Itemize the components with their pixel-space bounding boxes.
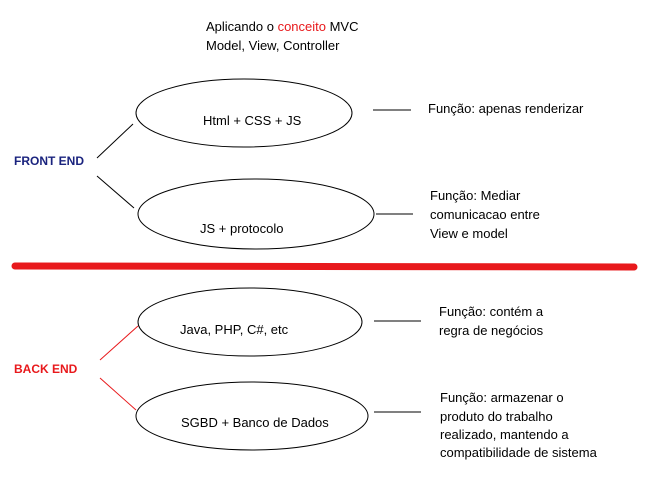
node-html-css-js-label: Html + CSS + JS bbox=[203, 113, 302, 128]
front-connector-bottom bbox=[96, 175, 135, 209]
front-desc-2-line-3: View e model bbox=[430, 226, 508, 241]
header-suffix: MVC bbox=[325, 19, 359, 34]
back-end-label: BACK END bbox=[14, 362, 78, 376]
front-desc-2-line-1: Função: Mediar bbox=[430, 188, 521, 203]
header-prefix: Aplicando o bbox=[206, 19, 278, 34]
back-desc-2-line-1: Função: armazenar o bbox=[440, 390, 564, 405]
front-desc-2-line-2: comunicacao entre bbox=[430, 207, 540, 222]
front-end-label: FRONT END bbox=[14, 154, 84, 168]
header-line-2: Model, View, Controller bbox=[206, 38, 340, 53]
back-desc-1-line-2: regra de negócios bbox=[439, 323, 544, 338]
header-highlight: conceito bbox=[277, 19, 326, 34]
back-desc-2-line-3: realizado, mantendo a bbox=[440, 427, 569, 442]
node-html-css-js bbox=[135, 78, 353, 148]
node-java-php-csharp bbox=[137, 287, 363, 357]
header-line-1: Aplicando o conceito MVC bbox=[206, 17, 358, 37]
node-java-label: Java, PHP, C#, etc bbox=[180, 322, 289, 337]
front-desc-1: Função: apenas renderizar bbox=[428, 101, 584, 116]
back-connector-bottom bbox=[99, 377, 137, 411]
back-connector-top bbox=[99, 325, 139, 361]
node-js-protocolo bbox=[137, 178, 375, 250]
front-connector-top bbox=[96, 123, 134, 159]
back-desc-2-line-4: compatibilidade de sistema bbox=[440, 445, 597, 460]
back-desc-2-line-2: produto do trabalho bbox=[440, 409, 553, 424]
back-desc-1-line-1: Função: contém a bbox=[439, 304, 544, 319]
node-js-protocolo-label: JS + protocolo bbox=[200, 221, 284, 236]
node-sgbd-banco bbox=[135, 381, 369, 451]
section-divider bbox=[11, 262, 638, 271]
node-sgbd-label: SGBD + Banco de Dados bbox=[181, 415, 329, 430]
